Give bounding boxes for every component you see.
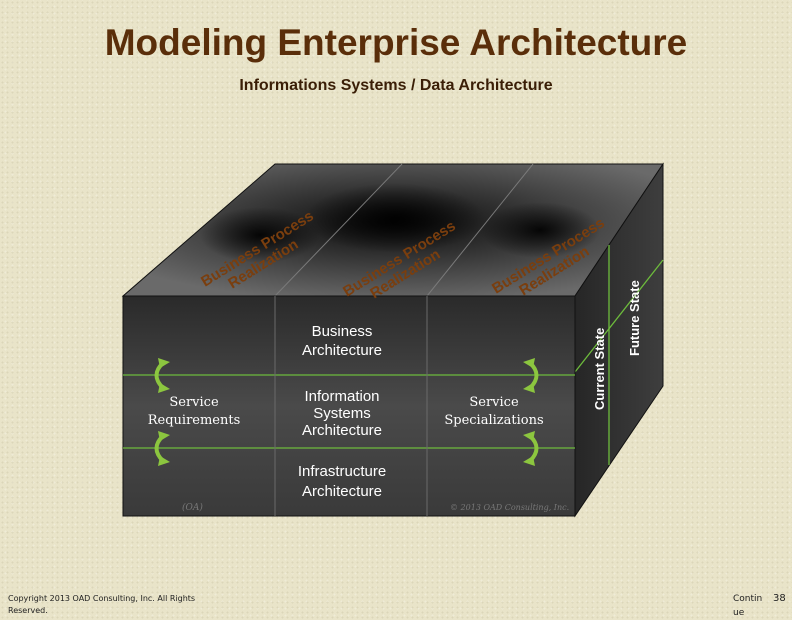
continue-link[interactable]: Continue xyxy=(733,594,763,618)
page-title: Modeling Enterprise Architecture xyxy=(104,22,688,63)
svg-text:Requirements: Requirements xyxy=(148,413,241,428)
page-subtitle: Informations Systems / Data Architecture xyxy=(239,77,553,94)
svg-text:Architecture: Architecture xyxy=(302,422,382,439)
page-number: 38 xyxy=(773,593,786,604)
information-systems-label: Information Systems Architecture xyxy=(302,388,382,439)
svg-text:Information: Information xyxy=(304,388,379,405)
svg-text:Service: Service xyxy=(169,395,219,410)
svg-text:Infrastructure: Infrastructure xyxy=(298,463,386,480)
svg-text:Architecture: Architecture xyxy=(302,483,382,500)
service-requirements-label: Service Requirements xyxy=(148,395,241,428)
arrowhead-icon xyxy=(158,358,535,466)
watermark-right: © 2013 OAD Consulting, Inc. xyxy=(450,503,569,512)
current-state-label: Current State xyxy=(592,328,607,410)
svg-text:Business: Business xyxy=(312,323,373,340)
business-architecture-label: Business Architecture xyxy=(302,323,382,359)
svg-text:Systems: Systems xyxy=(313,405,371,422)
svg-text:Service: Service xyxy=(469,395,519,410)
copyright-notice: Copyright 2013 OAD Consulting, Inc. All … xyxy=(8,594,196,615)
svg-text:Specializations: Specializations xyxy=(444,413,543,428)
svg-text:Architecture: Architecture xyxy=(302,342,382,359)
front-face xyxy=(122,295,576,517)
infrastructure-label: Infrastructure Architecture xyxy=(298,463,386,500)
future-state-label: Future State xyxy=(627,280,642,356)
watermark-left: (OA) xyxy=(182,502,203,513)
service-specializations-label: Service Specializations xyxy=(444,395,543,428)
